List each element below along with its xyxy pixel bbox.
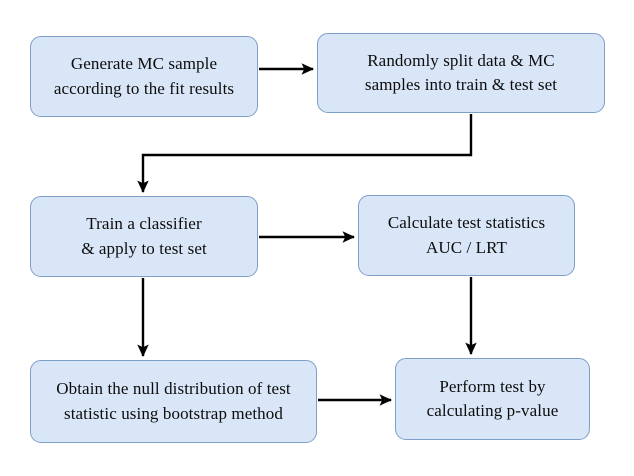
node-calculate-test-statistics-line-1: Calculate test statistics [387,213,546,233]
node-train-classifier-line-2: & apply to test set [81,238,207,258]
node-split-data-line-1: Randomly split data & MC [367,50,555,70]
node-perform-test-line-2: calculating p-value [426,401,559,420]
node-null-distribution-line-1: Obtain the null distribution of test [56,379,291,399]
node-split-data-line-2: samples into train & test set [364,75,558,94]
node-split-data[interactable]: Randomly split data & MC samples into tr… [317,33,605,113]
node-perform-test-line-1: Perform test by [439,376,546,396]
node-train-classifier[interactable]: Train a classifier & apply to test set [30,196,258,277]
node-train-classifier-line-1: Train a classifier [86,214,202,234]
edge-split-data-to-train-clf [137,114,473,193]
node-null-distribution-line-2: statistic using bootstrap method [64,403,283,423]
node-calculate-test-statistics-line-2: AUC / LRT [425,237,508,257]
node-null-distribution[interactable]: Obtain the null distribution of test sta… [30,360,317,443]
node-calculate-test-statistics[interactable]: Calculate test statistics AUC / LRT [358,195,575,276]
node-generate-mc-line-2: according to the fit results [53,78,235,98]
node-perform-test[interactable]: Perform test by calculating p-value [395,358,590,440]
node-generate-mc-line-1: Generate MC sample [70,54,218,74]
node-generate-mc[interactable]: Generate MC sample according to the fit … [30,36,258,117]
